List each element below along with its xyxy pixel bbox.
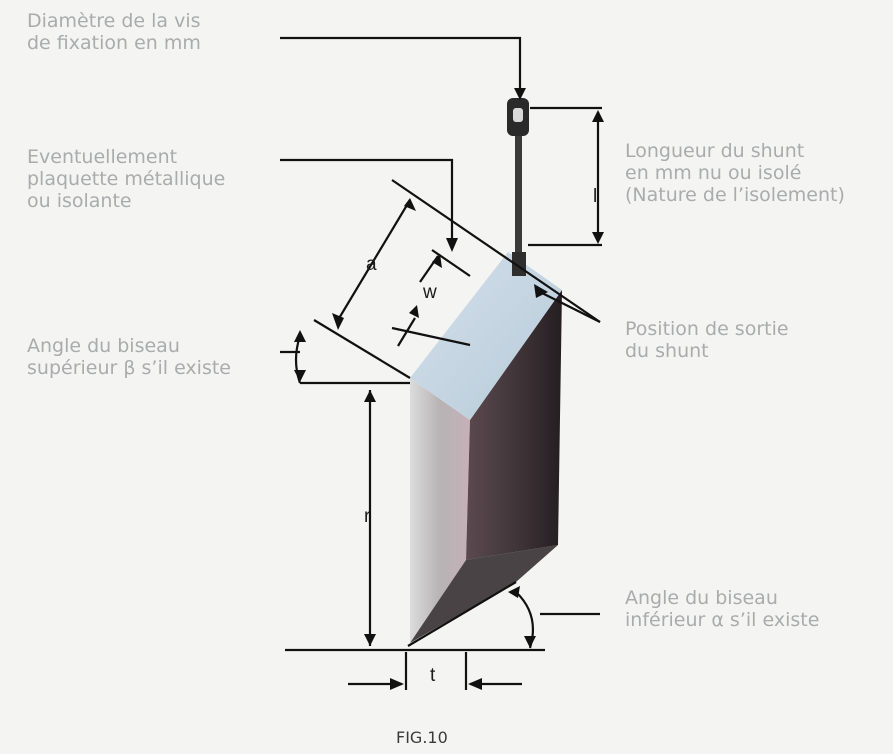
label-screw-diameter: Diamètre de la vis de fixation en mm — [27, 10, 201, 54]
ext-line-w — [431, 249, 471, 277]
label-line: de fixation en mm — [27, 32, 201, 54]
label-line: Angle du biseau — [27, 335, 180, 357]
arrowhead-r-bottom — [364, 634, 376, 646]
lower-bevel-line — [407, 581, 517, 647]
brush-top-face — [410, 252, 562, 420]
ext-line-a-top — [391, 179, 601, 323]
label-line: Position de sortie — [625, 318, 789, 340]
label-shunt-length: Longueur du shunt en mm nu ou isolé (Nat… — [625, 140, 845, 206]
brush-left-face — [410, 378, 470, 643]
label-line: Diamètre de la vis — [27, 10, 201, 32]
brush-right-face — [466, 290, 562, 560]
arrowhead-t-left — [390, 678, 404, 690]
figure-caption: FIG.10 — [396, 728, 448, 747]
arrowhead-w-top — [432, 254, 442, 268]
arrowhead-lower-bevel-top — [508, 586, 520, 598]
arrowhead-lower-bevel-bottom — [524, 636, 536, 648]
arrowhead-a-top — [404, 198, 416, 211]
label-line: Eventuellement — [27, 146, 178, 168]
label-shunt-exit: Position de sortie du shunt — [625, 318, 789, 362]
arrowhead-upper-bevel-low — [294, 370, 306, 382]
label-line: supérieur β s’il existe — [27, 357, 231, 379]
leader-screw-diameter — [280, 36, 522, 90]
label-line: Longueur du shunt — [625, 140, 805, 162]
label-line: en mm nu ou isolé — [625, 162, 802, 184]
dim-label-w: w — [423, 282, 437, 303]
arrowhead-t-right — [468, 678, 482, 690]
arrowhead-a-bottom — [332, 313, 344, 330]
label-plate: Eventuellement plaquette métallique ou i… — [27, 146, 225, 212]
arrowhead-r-top — [364, 390, 376, 402]
dim-label-t: t — [430, 665, 436, 686]
ext-line-w-bottom — [391, 326, 471, 347]
shunt-terminal-hole — [513, 108, 523, 122]
arrowhead-plate — [446, 238, 458, 252]
dim-label-r: r — [364, 506, 371, 527]
brush-bottom-face — [410, 545, 558, 643]
label-line: (Nature de l’isolement) — [625, 184, 845, 206]
dim-label-l: l — [593, 186, 598, 207]
dim-label-a: a — [366, 254, 377, 275]
leader-plate — [280, 158, 454, 240]
dim-line-w-lower — [397, 317, 416, 347]
label-upper-bevel: Angle du biseau supérieur β s’il existe — [27, 335, 231, 379]
label-line: plaquette métallique — [27, 168, 226, 190]
label-line: inférieur α s’il existe — [625, 609, 820, 631]
label-line: du shunt — [625, 340, 709, 362]
arrowhead-l-top — [592, 110, 604, 122]
label-line: ou isolante — [27, 190, 132, 212]
arrowhead-screw — [514, 88, 526, 100]
leader-shunt-exit — [539, 291, 601, 323]
dim-line-a — [337, 199, 411, 321]
arrowhead-w-bottom — [409, 305, 419, 318]
label-line: Angle du biseau — [625, 587, 778, 609]
arrowhead-shunt-exit — [534, 284, 548, 298]
shunt-wire — [515, 132, 522, 274]
ext-line-a-bottom — [313, 319, 411, 379]
label-lower-bevel: Angle du biseau inférieur α s’il existe — [625, 587, 819, 631]
arrowhead-upper-bevel — [294, 330, 306, 342]
arrowhead-l-bottom — [592, 232, 604, 244]
